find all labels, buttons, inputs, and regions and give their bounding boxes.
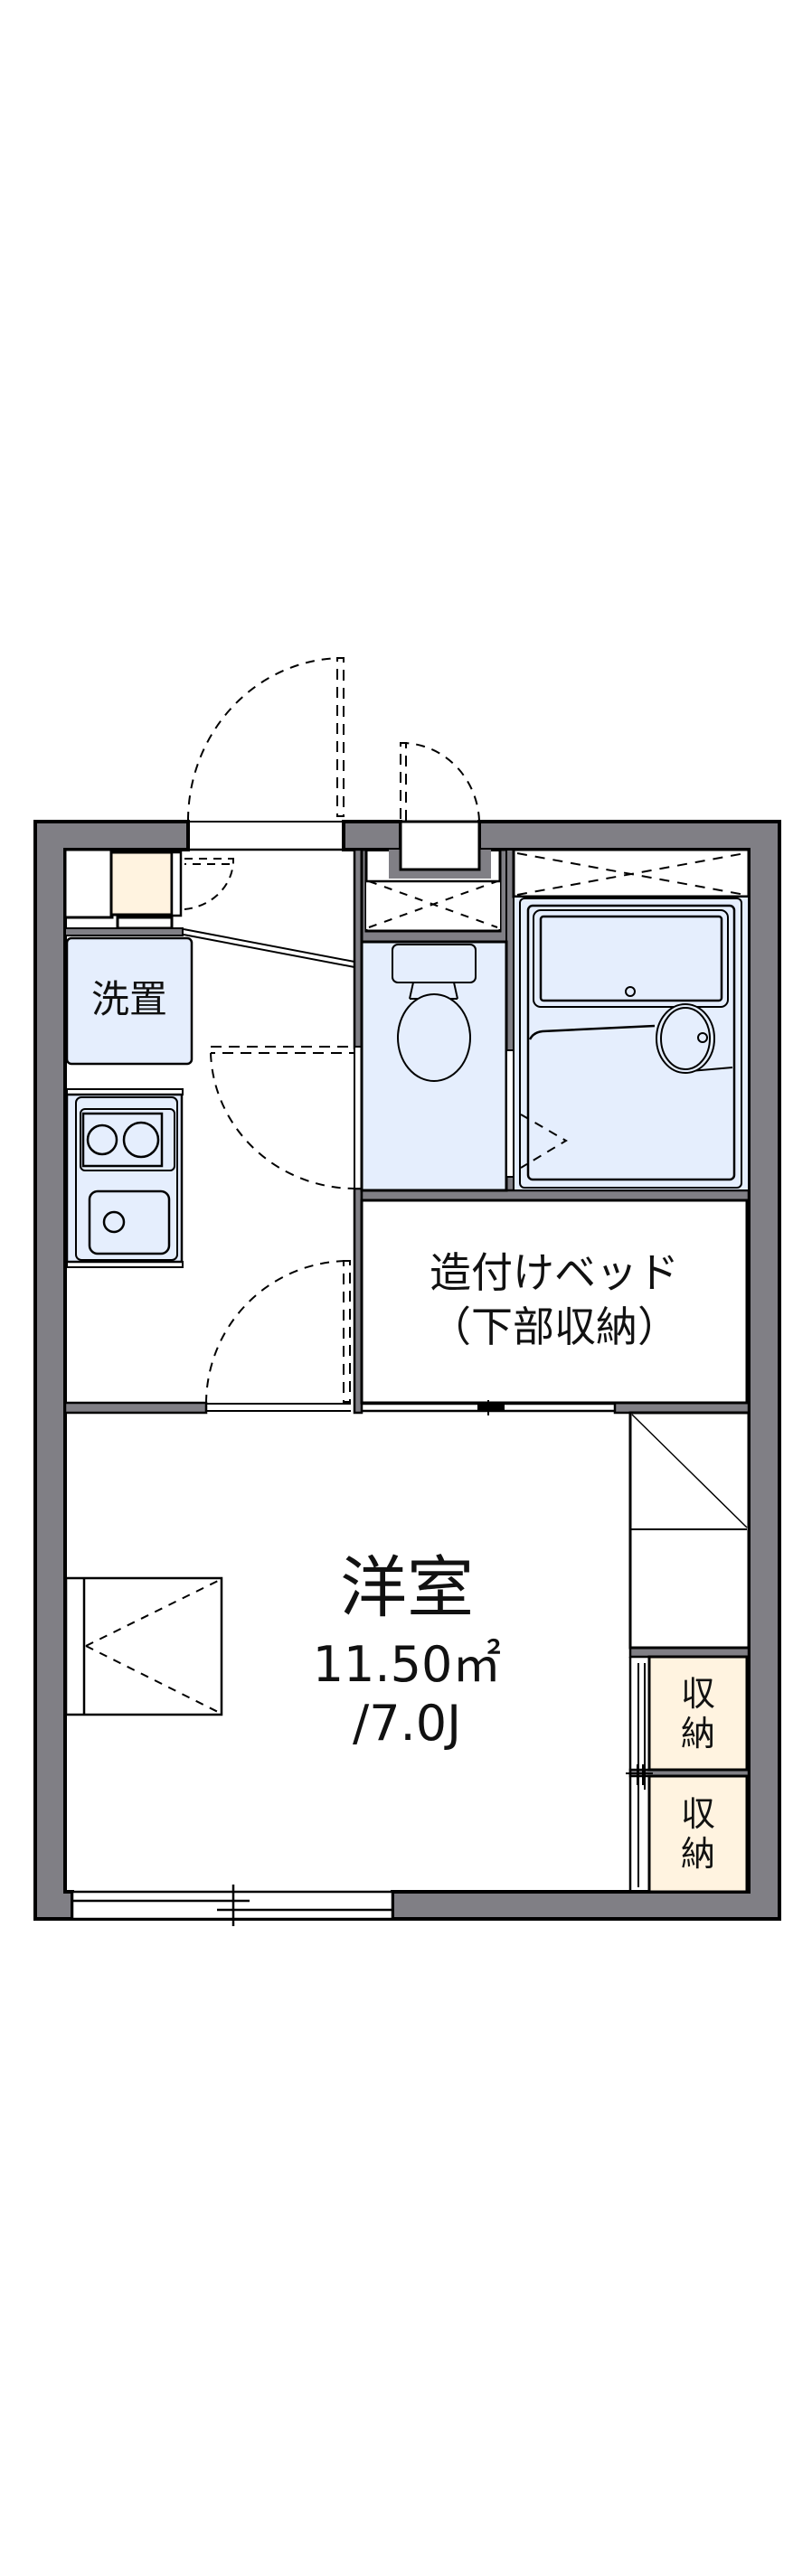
entrance-step-line bbox=[183, 928, 355, 968]
storage-label-1-line1: 収 bbox=[680, 1674, 715, 1714]
built-in-bed bbox=[360, 1199, 749, 1415]
room-size-jo: /7.0J bbox=[353, 1695, 461, 1752]
storage-label-1: 収 納 bbox=[649, 1674, 747, 1753]
shoe-cabinet bbox=[63, 848, 234, 936]
sink-icon bbox=[88, 1189, 171, 1255]
overhead-shelf bbox=[64, 1576, 223, 1716]
toilet-icon bbox=[392, 944, 477, 1082]
storage-closets bbox=[626, 1655, 749, 1894]
toilet-room bbox=[360, 940, 508, 1192]
room-door bbox=[205, 1260, 351, 1412]
stove-icon bbox=[80, 1108, 175, 1171]
storage-label-2-line1: 収 bbox=[680, 1794, 715, 1834]
storage-box-1 bbox=[647, 1655, 749, 1772]
built-in-bed-sublabel: （下部収納） bbox=[430, 1302, 679, 1351]
wash-basin-icon bbox=[656, 1003, 715, 1074]
balcony-sliding-window bbox=[71, 1885, 394, 1926]
bath-upper-shelf bbox=[512, 848, 751, 898]
loft-ladder bbox=[628, 1411, 751, 1650]
storage-label-1-line2: 納 bbox=[680, 1714, 715, 1753]
exterior-walls bbox=[33, 820, 781, 1921]
built-in-bed-label: 造付けベッド bbox=[430, 1248, 679, 1297]
room-name: 洋室 bbox=[340, 1549, 474, 1627]
room-area: 11.50㎡ bbox=[312, 1636, 502, 1693]
washer-space-label: 洗置 bbox=[90, 977, 167, 1021]
storage-label-2-line2: 納 bbox=[680, 1834, 715, 1874]
storage-box-2 bbox=[647, 1774, 749, 1894]
unit-bath bbox=[505, 896, 750, 1191]
entrance-door bbox=[186, 657, 345, 851]
storage-label-2: 収 納 bbox=[649, 1794, 747, 1874]
washing-machine-space bbox=[65, 936, 194, 1066]
bathtub-icon bbox=[533, 909, 729, 1008]
toilet-door bbox=[210, 1046, 363, 1189]
toilet-upper-shelf bbox=[366, 879, 500, 929]
kitchen bbox=[65, 1088, 184, 1268]
